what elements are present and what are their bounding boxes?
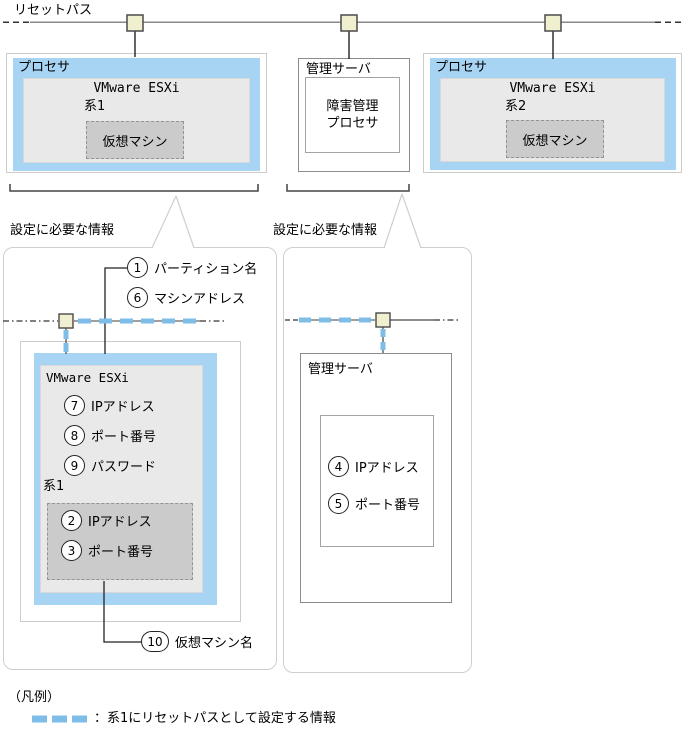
callout-2-badge: 2 (61, 510, 82, 531)
info-required-label-right: 設定に必要な情報 (273, 223, 378, 238)
callout-7-label: IPアドレス (91, 400, 155, 415)
detail-system-label: 系1 (43, 479, 65, 494)
info-required-label-left: 設定に必要な情報 (10, 223, 115, 238)
callout-2-label: IPアドレス (88, 515, 152, 530)
legend-title: （凡例） (8, 690, 61, 705)
legend-reset-entry-label: ：系1にリセットパスとして設定する情報 (94, 711, 336, 726)
callout-server-port-number: 5 ポート番号 (328, 493, 420, 514)
callout-5-label: ポート番号 (355, 498, 421, 513)
bracket-processor1 (9, 184, 259, 192)
processor1-virtual-machine-box: 仮想マシン (86, 121, 184, 159)
callout-virtual-machine-name: 10 仮想マシン名 (141, 631, 253, 652)
callout-esxi-port-number: 8 ポート番号 (64, 425, 156, 446)
processor2-platform-label: VMware ESXi (509, 81, 596, 96)
fault-mgmt-process-line1: 障害管理 (326, 99, 379, 114)
callout-1-badge: 1 (127, 257, 148, 278)
detail-fault-mgmt-box (320, 415, 434, 547)
processor1-platform-label: VMware ESXi (93, 81, 180, 96)
callout-6-label: マシンアドレス (154, 292, 246, 307)
processor2-system-label: 系2 (505, 99, 527, 114)
callout-4-label: IPアドレス (355, 461, 419, 476)
callout-7-badge: 7 (64, 395, 85, 416)
fault-mgmt-process-box: 障害管理 プロセサ (305, 77, 400, 153)
callout-3-label: ポート番号 (88, 545, 154, 560)
bubble-tail-right (383, 193, 422, 249)
callout-server-ip-address: 4 IPアドレス (328, 456, 419, 477)
callout-esxi-password: 9 パスワード (64, 455, 156, 476)
callout-10-badge: 10 (141, 631, 169, 652)
callout-esxi-ip-address: 7 IPアドレス (64, 395, 155, 416)
reset-path-label: リセットパス (14, 3, 93, 18)
callout-vm-port-number: 3 ポート番号 (61, 540, 153, 561)
processor2-title: プロセサ (435, 60, 488, 75)
callout-5-badge: 5 (328, 493, 349, 514)
callout-1-label: パーティション名 (154, 262, 258, 277)
network-node-icon (340, 14, 358, 32)
callout-3-badge: 3 (61, 540, 82, 561)
callout-8-label: ポート番号 (91, 430, 157, 445)
callout-9-label: パスワード (91, 460, 157, 475)
processor2-virtual-machine-box: 仮想マシン (506, 120, 604, 158)
processor1-title: プロセサ (18, 60, 71, 75)
callout-4-badge: 4 (328, 456, 349, 477)
callout-9-badge: 9 (64, 455, 85, 476)
callout-vm-ip-address: 2 IPアドレス (61, 510, 152, 531)
bubble-tail-left (151, 195, 195, 249)
detail-mgmt-server-title: 管理サーバ (308, 362, 373, 377)
callout-partition-name: 1 パーティション名 (127, 257, 257, 278)
network-node-icon (126, 14, 144, 32)
fault-mgmt-process-line2: プロセサ (326, 116, 379, 131)
callout-10-label: 仮想マシン名 (175, 636, 254, 651)
bracket-mgmt-server (286, 184, 410, 192)
detail-platform-label: VMware ESXi (46, 370, 129, 385)
processor1-system-label: 系1 (84, 99, 106, 114)
callout-8-badge: 8 (64, 425, 85, 446)
mgmt-server-title: 管理サーバ (306, 62, 371, 77)
callout-machine-address: 6 マシンアドレス (127, 287, 245, 308)
callout-6-badge: 6 (127, 287, 148, 308)
network-node-icon (544, 14, 562, 32)
